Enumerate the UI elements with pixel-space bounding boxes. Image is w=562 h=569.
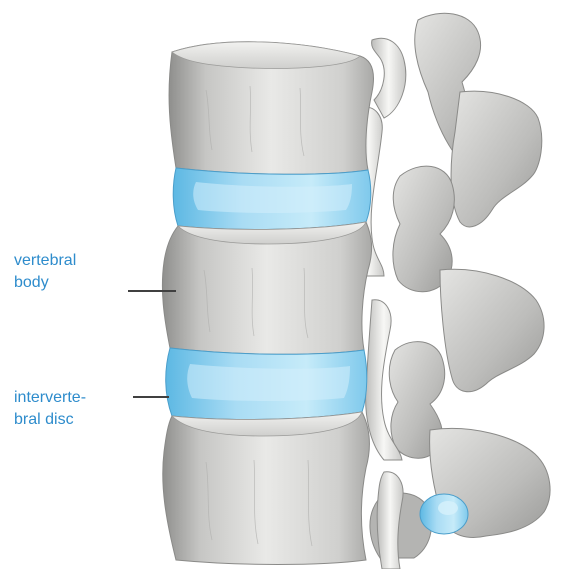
disc-lower-shine [187,364,350,401]
disc-upper-shine [193,182,352,213]
leader-line-vertebral-body [128,290,176,292]
canal-disc-highlight [438,501,458,515]
label-intervertebral-disc: interverte- bral disc [14,387,86,431]
nerve-root-upper [372,38,406,118]
vertebral-column [162,42,373,565]
upper-spinous-process [451,91,542,227]
leader-line-intervertebral-disc [133,396,169,398]
label-vertebral-body: vertebral body [14,250,76,294]
middle-spinous-process [440,269,544,391]
